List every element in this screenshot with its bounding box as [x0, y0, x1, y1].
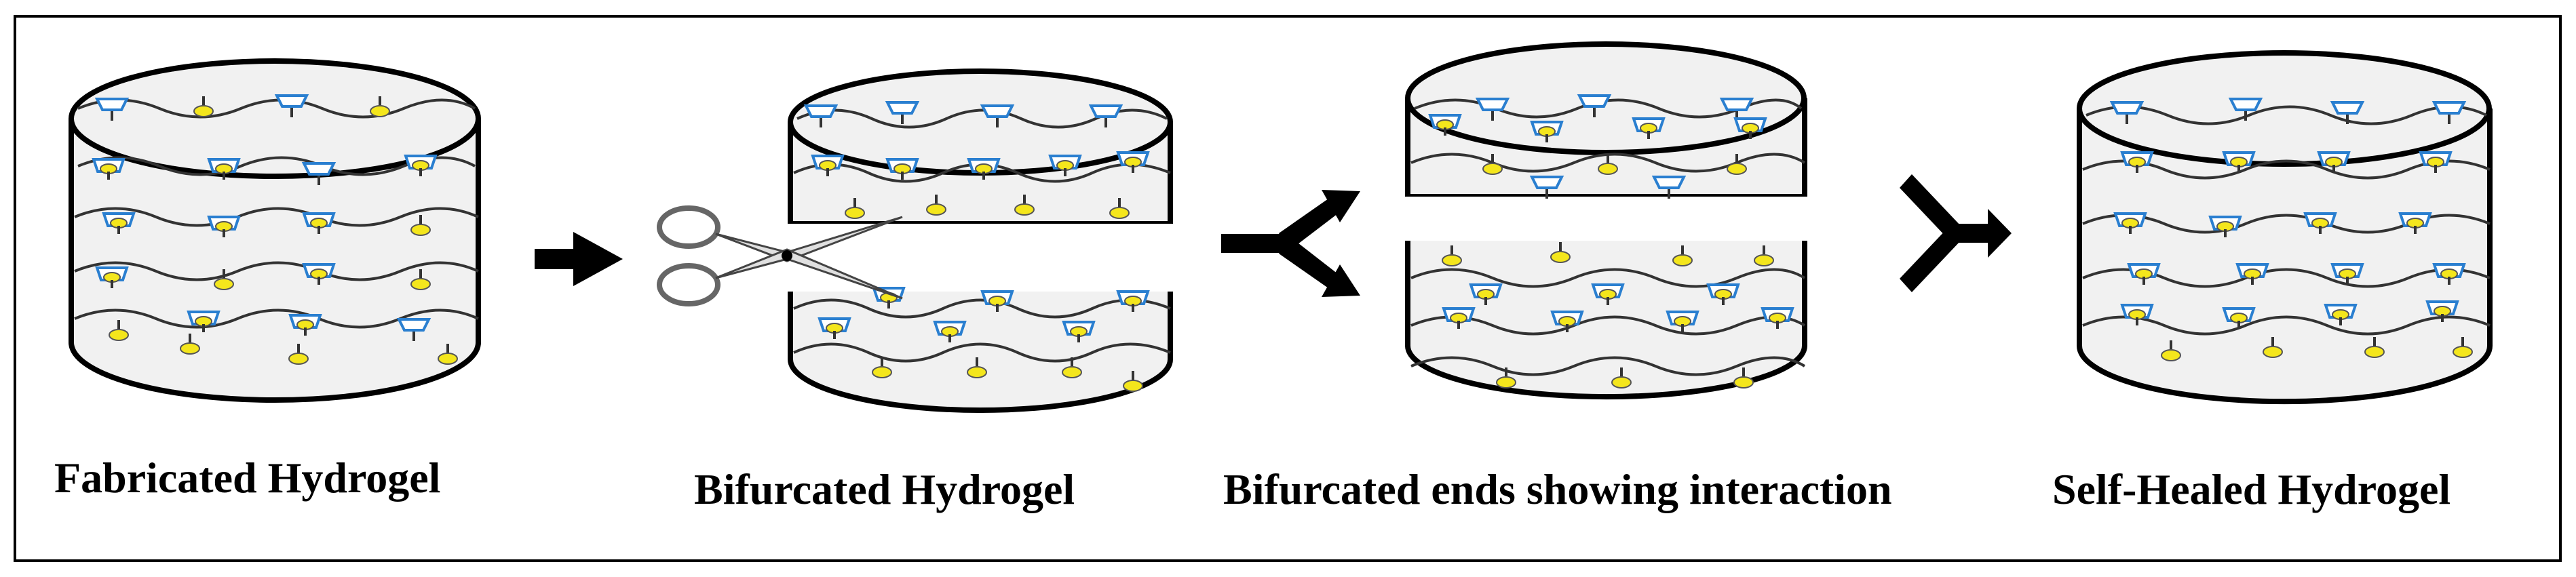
caption-fabricated-hydrogel: Fabricated Hydrogel: [54, 454, 441, 502]
bifurcated-ends-cylinder: [1404, 41, 1808, 400]
fabricated-hydrogel-cylinder: [69, 58, 481, 403]
fork-split-arrow-icon: [1221, 190, 1360, 297]
fork-merge-arrow-icon: [1900, 174, 2012, 292]
self-healed-hydrogel-cylinder: [2077, 50, 2493, 405]
caption-self-healed-hydrogel: Self-Healed Hydrogel: [2052, 465, 2451, 513]
scissors-icon: [657, 205, 903, 306]
right-arrow-icon: [535, 232, 623, 286]
diagram-border: [14, 15, 2562, 562]
bifurcated-hydrogel-cylinder: [787, 68, 1177, 413]
caption-bifurcated-ends: Bifurcated ends showing interaction: [1223, 465, 1892, 513]
caption-bifurcated-hydrogel: Bifurcated Hydrogel: [694, 465, 1075, 513]
